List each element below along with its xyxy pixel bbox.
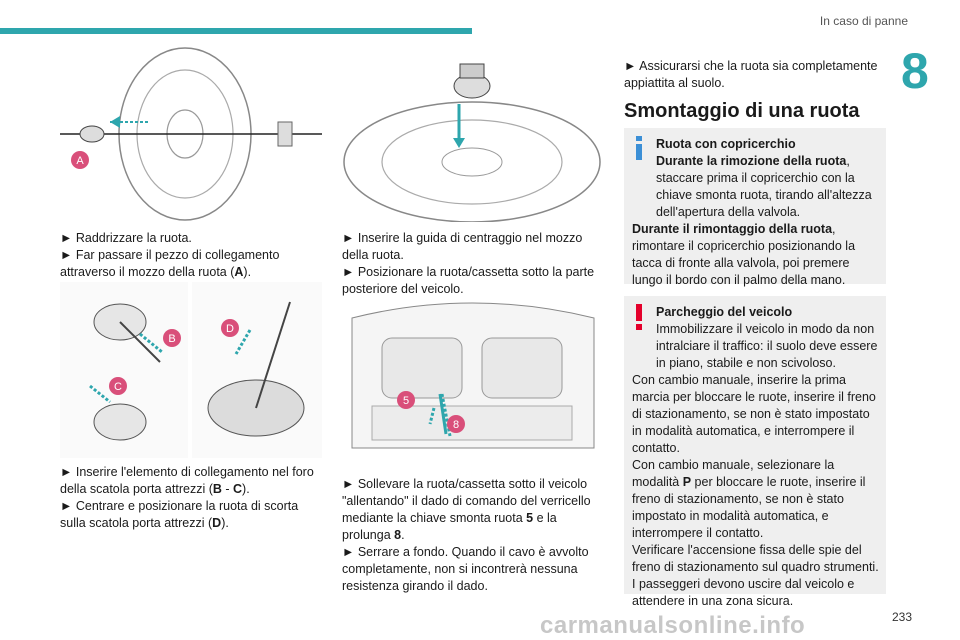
warning-box: Parcheggio del veicolo Immobilizzare il … — [624, 296, 886, 608]
badge-c-label: C — [114, 381, 122, 393]
warning-line-4: Verificare l'accensione fissa delle spie… — [632, 543, 879, 574]
col1-text-2: ► Inserire l'elemento di collegamento ne… — [60, 464, 324, 532]
watermark: carmanualsonline.info — [540, 612, 806, 639]
step-inserire-elemento: ► Inserire l'elemento di collegamento ne… — [60, 465, 314, 496]
col2-text-1: ► Inserire la guida di centraggio nel mo… — [342, 230, 604, 298]
badge-b — [163, 329, 181, 347]
figure-toolbox-insert: B C D — [60, 282, 322, 458]
figure-car-trunk: 5 8 — [351, 302, 595, 449]
figure-wheel-hub: A — [60, 47, 322, 221]
chapter-number: 8 — [901, 43, 929, 99]
step-posizionare: ► Posizionare la ruota/cassetta sotto la… — [342, 265, 595, 296]
info-paragraph-2: Durante il rimontaggio della ruota, rimo… — [632, 222, 856, 287]
step-inserire-guida: ► Inserire la guida di centraggio nel mo… — [342, 231, 583, 262]
figure-centering-guide — [343, 63, 601, 222]
badge-5 — [397, 391, 415, 409]
badge-a — [71, 151, 89, 169]
badge-d — [221, 319, 239, 337]
section-heading: Smontaggio di una ruota — [624, 100, 860, 122]
step-sollevare: ► Sollevare la ruota/cassetta sotto il v… — [342, 477, 591, 542]
warning-line-5: I passeggeri devono uscire dal veicolo e… — [632, 577, 855, 608]
step-far-passare: ► Far passare il pezzo di collegamento a… — [60, 248, 280, 279]
badge-8 — [447, 415, 465, 433]
warning-title: Parcheggio del veicolo — [656, 305, 793, 319]
step-raddrizzare: ► Raddrizzare la ruota. — [60, 231, 192, 245]
header-accent-bar — [0, 28, 472, 34]
col2-text-2: ► Sollevare la ruota/cassetta sotto il v… — [342, 476, 604, 595]
chapter-title: In caso di panne — [819, 14, 908, 28]
info-title: Ruota con copricerchio — [656, 137, 796, 151]
badge-b-label: B — [168, 333, 175, 345]
badge-8-label: 8 — [453, 419, 459, 431]
badge-c — [109, 377, 127, 395]
badge-d-label: D — [226, 323, 234, 335]
warning-line-3: Con cambio manuale, selezionare la modal… — [632, 458, 866, 540]
warning-line-1: Immobilizzare il veicolo in modo da non … — [656, 322, 878, 370]
step-serrare: ► Serrare a fondo. Quando il cavo è avvo… — [342, 545, 589, 593]
warning-icon — [636, 304, 642, 330]
step-centrare: ► Centrare e posizionare la ruota di sco… — [60, 499, 299, 530]
col3-intro: ► Assicurarsi che la ruota sia completam… — [624, 59, 878, 90]
col1-text-1: ► Raddrizzare la ruota. ► Far passare il… — [60, 230, 322, 281]
page-number: 233 — [891, 610, 912, 624]
info-box: Ruota con copricerchio Durante la rimozi… — [624, 128, 886, 287]
warning-line-2: Con cambio manuale, inserire la prima ma… — [632, 373, 876, 455]
info-icon — [636, 136, 642, 160]
info-paragraph-1: Durante la rimozione della ruota, stacca… — [656, 154, 872, 219]
badge-5-label: 5 — [403, 395, 409, 407]
badge-a-label: A — [76, 155, 84, 167]
